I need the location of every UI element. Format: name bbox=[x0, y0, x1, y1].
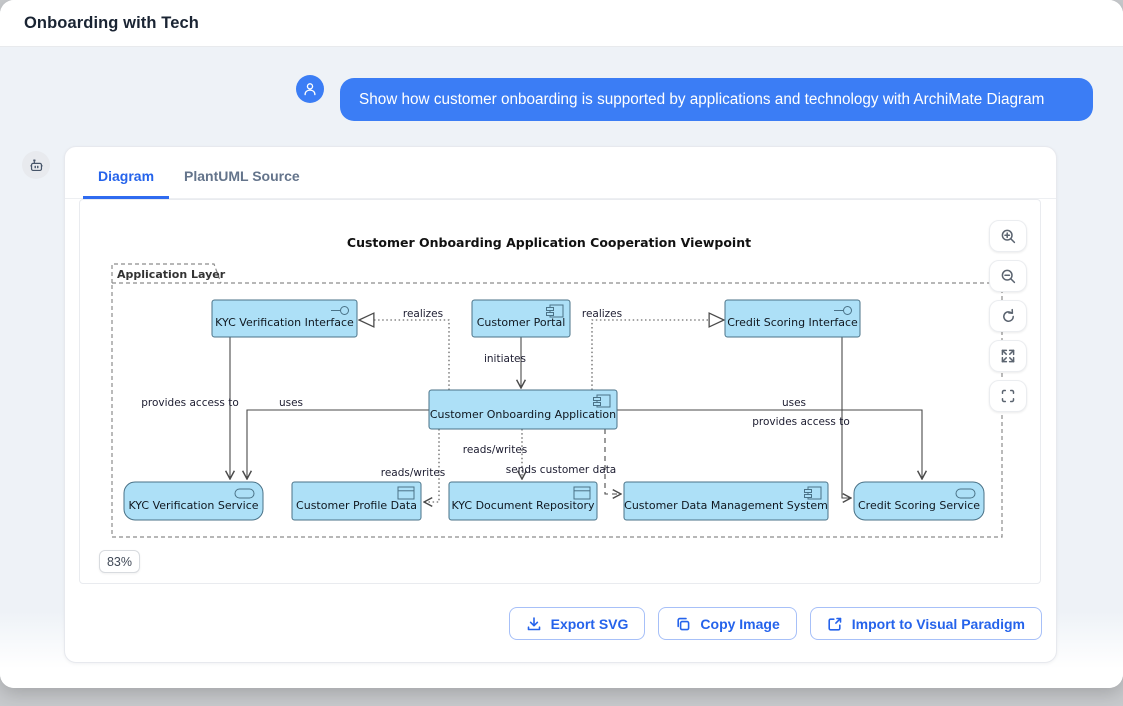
export-svg-label: Export SVG bbox=[550, 615, 629, 632]
edge-uses-left bbox=[247, 409, 429, 479]
edge-label-reads-writes-profile: reads/writes bbox=[381, 467, 446, 479]
edge-reads-writes-profile bbox=[424, 429, 440, 502]
zoom-toolbar bbox=[989, 220, 1027, 420]
node-credit-scoring-interface: Credit Scoring Interface bbox=[724, 299, 861, 338]
copy-image-label: Copy Image bbox=[700, 615, 780, 632]
edge-label-provides-access-left: provides access to bbox=[141, 397, 239, 409]
zoom-in-button[interactable] bbox=[989, 220, 1027, 252]
reset-view-icon bbox=[1002, 308, 1014, 322]
external-link-icon bbox=[828, 617, 842, 631]
edge-realizes-right bbox=[591, 320, 724, 390]
edge-label-realizes-left: realizes bbox=[403, 308, 443, 320]
edge-uses-right bbox=[617, 409, 922, 479]
reset-view-button[interactable] bbox=[989, 300, 1027, 332]
node-customer-onboarding-application: Customer Onboarding Application bbox=[428, 389, 618, 430]
tab-bar: Diagram PlantUML Source bbox=[65, 147, 1056, 199]
archimate-diagram: Application Layer realizes realizes initia… bbox=[111, 235, 1003, 538]
diagram-title: Customer Onboarding Application Cooperat… bbox=[347, 235, 751, 250]
edge-label-initiates: initiates bbox=[484, 353, 526, 365]
edge-label-realizes-right: realizes bbox=[582, 308, 622, 320]
edge-label-uses-left: uses bbox=[279, 397, 303, 409]
app-window: Onboarding with Tech Show how customer o… bbox=[0, 0, 1123, 688]
expand-button[interactable] bbox=[989, 340, 1027, 372]
zoom-out-button[interactable] bbox=[989, 260, 1027, 292]
edge-realizes-left bbox=[359, 320, 450, 390]
diagram-edges: realizes realizes initiates uses provides ac… bbox=[141, 308, 922, 502]
svg-text:Credit Scoring Service: Credit Scoring Service bbox=[858, 499, 980, 512]
zoom-in-icon bbox=[1001, 229, 1015, 243]
node-customer-profile-data: Customer Profile Data bbox=[291, 481, 422, 521]
robot-icon bbox=[29, 159, 43, 171]
import-to-visual-paradigm-button[interactable]: Import to Visual Paradigm bbox=[809, 607, 1042, 640]
copy-image-button[interactable]: Copy Image bbox=[658, 607, 797, 640]
edge-label-provides-access-right: provides access to bbox=[752, 416, 850, 428]
edge-sends-customer-data bbox=[604, 429, 621, 494]
edge-label-sends-customer-data: sends customer data bbox=[506, 464, 617, 476]
tab-diagram[interactable]: Diagram bbox=[83, 168, 170, 199]
expand-icon bbox=[1001, 349, 1015, 363]
node-kyc-verification-service: KYC Verification Service bbox=[123, 481, 264, 521]
bot-avatar bbox=[22, 151, 50, 179]
page-title: Onboarding with Tech bbox=[24, 13, 199, 32]
copy-icon bbox=[677, 617, 690, 630]
svg-text:KYC Document Repository: KYC Document Repository bbox=[451, 499, 595, 512]
edge-provides-access-right bbox=[841, 337, 851, 498]
edge-label-reads-writes-repository: reads/writes bbox=[463, 444, 528, 456]
user-icon bbox=[304, 83, 316, 96]
svg-text:Credit Scoring Interface: Credit Scoring Interface bbox=[727, 316, 858, 329]
diagram-nodes: KYC Verification Interface Customer Porta… bbox=[123, 299, 985, 521]
app-header: Onboarding with Tech bbox=[0, 0, 1123, 47]
user-avatar bbox=[296, 75, 324, 103]
svg-text:Customer Onboarding Applicatio: Customer Onboarding Application Cooperat… bbox=[347, 235, 751, 250]
node-credit-scoring-service: Credit Scoring Service bbox=[853, 481, 985, 521]
svg-text:KYC Verification Interface: KYC Verification Interface bbox=[215, 316, 354, 329]
zoom-out-icon bbox=[1001, 269, 1015, 283]
response-card: Diagram PlantUML Source Application Laye… bbox=[64, 146, 1057, 663]
svg-text:Customer Onboarding Applicatio: Customer Onboarding Application bbox=[430, 408, 616, 421]
edge-label-uses-right: uses bbox=[782, 397, 806, 409]
fullscreen-button[interactable] bbox=[989, 380, 1027, 412]
node-kyc-document-repository: KYC Document Repository bbox=[448, 481, 598, 521]
node-customer-data-management-system: Customer Data Management System bbox=[623, 481, 829, 521]
diagram-actions: Export SVG Copy Image Import to Vis bbox=[508, 607, 1042, 640]
svg-text:KYC Verification Service: KYC Verification Service bbox=[128, 499, 258, 512]
export-svg-button[interactable]: Export SVG bbox=[508, 607, 646, 640]
svg-text:Customer Portal: Customer Portal bbox=[477, 316, 566, 329]
download-icon bbox=[527, 616, 540, 630]
user-message-bubble: Show how customer onboarding is supporte… bbox=[340, 78, 1093, 121]
fullscreen-icon bbox=[1001, 389, 1015, 403]
node-kyc-verification-interface: KYC Verification Interface bbox=[211, 299, 358, 338]
import-vp-label: Import to Visual Paradigm bbox=[851, 615, 1025, 632]
node-customer-portal: Customer Portal bbox=[471, 299, 571, 338]
svg-text:Application Layer: Application Layer bbox=[117, 268, 226, 281]
zoom-level-badge: 83% bbox=[99, 550, 140, 573]
chat-area: Show how customer onboarding is supporte… bbox=[0, 47, 1123, 688]
diagram-viewport[interactable]: Application Layer realizes realizes initia… bbox=[79, 199, 1041, 584]
svg-text:Customer Profile Data: Customer Profile Data bbox=[296, 499, 417, 512]
tab-plantuml-source[interactable]: PlantUML Source bbox=[184, 168, 300, 184]
svg-text:Customer Data Management Syste: Customer Data Management System bbox=[624, 499, 828, 512]
